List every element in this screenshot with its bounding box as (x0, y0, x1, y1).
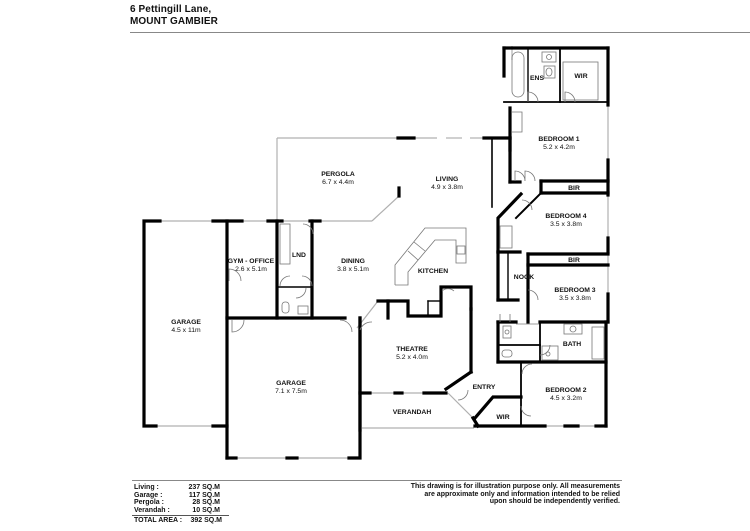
door-swing (359, 321, 373, 331)
room-living-label: LIVING (436, 176, 459, 183)
room-bedroom3-label: BEDROOM 3 (554, 287, 595, 294)
room-bedroom2-size: 4.5 x 3.2m (550, 395, 582, 402)
door-swing (295, 287, 307, 299)
disclaimer-line3: upon should be independently verified. (489, 498, 620, 505)
area-label: Living : (134, 484, 159, 491)
area-value: 10 SQ.M (192, 506, 220, 514)
room-wir-entry-label: WIR (496, 414, 509, 421)
room-theatre-label: THEATRE (396, 346, 428, 353)
room-garage-double-label: GARAGE (276, 380, 306, 387)
room-nook-label: NOOK (514, 274, 534, 281)
room-lnd-label: LND (292, 252, 306, 259)
area-value: 237 SQ.M (188, 484, 220, 491)
door-swing (441, 288, 455, 292)
room-pergola-label: PERGOLA (321, 171, 355, 178)
fixtures (228, 51, 605, 417)
kitchen-bench (394, 227, 467, 286)
walls (142, 46, 610, 460)
room-dining-size: 3.8 x 5.1m (337, 266, 369, 273)
area-row-garage: Garage : 117 SQ.M (134, 492, 229, 500)
door-swing (457, 389, 469, 401)
room-dining-label: DINING (341, 258, 365, 265)
address-street: 6 Pettingill Lane, (130, 4, 212, 15)
area-row-pergola: Pergola : 28 SQ.M (134, 499, 229, 507)
door-swing (520, 405, 532, 417)
disclaimer-line1: This drawing is for illustration purpose… (410, 483, 620, 490)
toilet-icon (501, 349, 513, 358)
room-bath-label: BATH (563, 341, 581, 348)
room-gym-office-size: 2.6 x 5.1m (235, 266, 267, 273)
door-swing (527, 289, 539, 301)
area-label: Pergola : (134, 499, 164, 506)
room-bedroom4-label: BEDROOM 4 (545, 213, 586, 220)
area-label: Verandah : (134, 506, 170, 514)
room-bedroom1-size: 5.2 x 4.2m (543, 144, 575, 151)
room-theatre-size: 5.2 x 4.0m (396, 354, 428, 361)
area-value: 28 SQ.M (192, 499, 220, 506)
area-row-verandah: Verandah : 10 SQ.M (134, 507, 229, 515)
door-swing (228, 268, 242, 282)
door-swing (512, 111, 523, 133)
room-garage-large-label: GARAGE (171, 319, 201, 326)
header-divider (130, 32, 750, 33)
area-summary: Living : 237 SQ.M Garage : 117 SQ.M Perg… (132, 484, 229, 525)
area-total-value: 392 SQ.M (190, 517, 222, 524)
area-label: Garage : (134, 491, 163, 499)
door-swing (339, 319, 353, 333)
room-bir2-label: BIR (568, 257, 580, 264)
room-gym-office-label: GYM - OFFICE (228, 258, 275, 265)
room-garage-large-size: 4.5 x 11m (171, 327, 201, 334)
room-bedroom2-label: BEDROOM 2 (545, 387, 586, 394)
windows-and-thin-lines (156, 46, 609, 459)
door-swing (301, 275, 313, 287)
door-swing (514, 170, 536, 182)
door-swing (302, 223, 314, 235)
door-swing (521, 363, 533, 375)
area-row-living: Living : 237 SQ.M (134, 484, 229, 492)
room-labels: ENS WIR BEDROOM 1 5.2 x 4.2m BIR BEDROOM… (171, 73, 596, 421)
door-swing (539, 344, 551, 356)
room-entry-label: ENTRY (473, 384, 496, 391)
room-bedroom3-size: 3.5 x 3.8m (559, 295, 591, 302)
room-bir1-label: BIR (568, 185, 580, 192)
door-swing (279, 275, 291, 287)
room-living-size: 4.9 x 3.8m (431, 184, 463, 191)
door-swing (499, 314, 511, 322)
door-swing (564, 91, 576, 103)
room-verandah-label: VERANDAH (393, 409, 432, 416)
area-row-total: TOTAL AREA : 392 SQ.M (132, 515, 229, 525)
room-pergola-size: 6.7 x 4.4m (322, 179, 354, 186)
bathtub-icon (511, 51, 525, 98)
footer-divider (132, 480, 622, 481)
room-bedroom1-label: BEDROOM 1 (538, 136, 579, 143)
room-garage-double-size: 7.1 x 7.5m (275, 388, 307, 395)
disclaimer: This drawing is for illustration purpose… (290, 483, 620, 506)
room-wir-master-label: WIR (574, 73, 587, 80)
door-swing (231, 319, 245, 333)
door-swing (521, 199, 533, 211)
toilet-icon (281, 301, 290, 314)
room-bedroom4-size: 3.5 x 3.8m (550, 221, 582, 228)
disclaimer-line2: are approximate only and information int… (424, 490, 620, 498)
area-value: 117 SQ.M (188, 491, 220, 499)
basin-icon (546, 54, 552, 60)
room-kitchen-label: KITCHEN (418, 268, 448, 275)
address-suburb: MOUNT GAMBIER (130, 16, 218, 27)
address-header: 6 Pettingill Lane, MOUNT GAMBIER (130, 4, 750, 33)
door-swing (527, 91, 539, 103)
area-total-label: TOTAL AREA : (134, 517, 183, 524)
room-ens-label: ENS (530, 75, 544, 82)
